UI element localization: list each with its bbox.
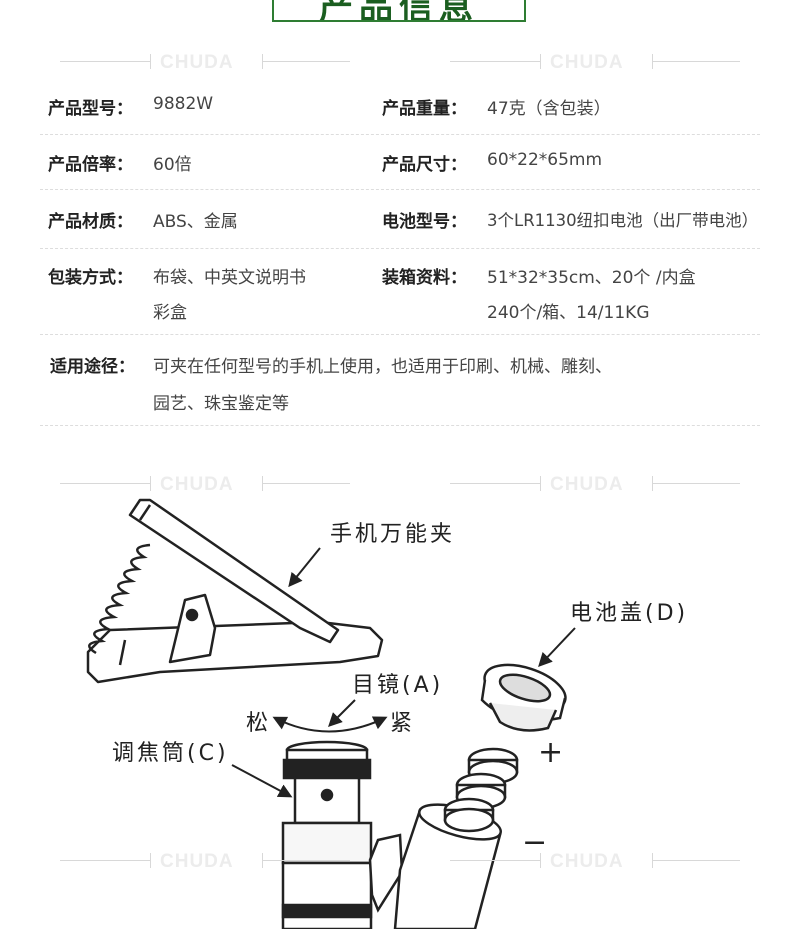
battery-cover-label: 电池盖(D) xyxy=(570,601,688,626)
usage-value-line2: 园艺、珠宝鉴定等 xyxy=(153,394,289,414)
product-diagram: 手机万能夹 电池盖(D) 目镜(A) 松 紧 调焦筒(C) + − xyxy=(86,498,688,929)
carton-label: 装箱资料： xyxy=(382,268,467,288)
model-value: 9882W xyxy=(153,94,214,114)
tighten-label: 紧 xyxy=(390,711,415,736)
material-label: 产品材质： xyxy=(48,212,133,232)
weight-label: 产品重量： xyxy=(382,99,467,119)
watermark-text: CHUDA xyxy=(160,474,234,495)
spec-row-5: 适用途径： 可夹在任何型号的手机上使用，也适用于印刷、机械、雕刻、 园艺、珠宝鉴… xyxy=(40,335,760,426)
loosen-label: 松 xyxy=(246,711,271,736)
battery-label: 电池型号： xyxy=(382,212,467,232)
page-title-box: 产品信息 xyxy=(272,0,526,22)
usage-label: 适用途径： xyxy=(50,357,135,377)
focus-tube-drawing xyxy=(281,740,373,929)
plus-sign: + xyxy=(538,735,566,770)
material-value: ABS、金属 xyxy=(153,212,238,232)
spec-row-3: 产品材质： ABS、金属 电池型号： 3个LR1130纽扣电池（出厂带电池） xyxy=(40,190,760,249)
phone-clip-drawing xyxy=(86,498,384,684)
spec-row-4: 包装方式： 布袋、中英文说明书 彩盒 装箱资料： 51*32*35cm、20个 … xyxy=(40,249,760,335)
watermark-text: CHUDA xyxy=(550,851,624,872)
watermark-text: CHUDA xyxy=(160,52,234,73)
watermark-divider-right: CHUDA xyxy=(450,52,740,73)
spec-row-2: 产品倍率： 60倍 产品尺寸： 60*22*65mm xyxy=(40,135,760,190)
watermark-divider-right: CHUDA xyxy=(450,851,740,872)
packaging-value-line1: 布袋、中英文说明书 xyxy=(153,268,306,288)
size-label: 产品尺寸： xyxy=(382,155,467,175)
magnification-value: 60倍 xyxy=(153,155,192,175)
watermark-divider-left: CHUDA xyxy=(60,851,350,872)
button-cells-drawing xyxy=(443,747,519,833)
carton-value-line2: 240个/箱、14/11KG xyxy=(487,303,650,323)
battery-cover-drawing xyxy=(480,663,567,732)
focus-tube-label: 调焦筒(C) xyxy=(112,741,229,766)
watermark-divider-right: CHUDA xyxy=(450,474,740,495)
packaging-value-line2: 彩盒 xyxy=(153,303,187,323)
battery-value: 3个LR1130纽扣电池（出厂带电池） xyxy=(487,211,759,230)
watermark-text: CHUDA xyxy=(160,851,234,872)
watermark-divider-left: CHUDA xyxy=(60,474,350,495)
eyepiece-label: 目镜(A) xyxy=(352,673,443,698)
page-title: 产品信息 xyxy=(319,0,479,22)
clip-label: 手机万能夹 xyxy=(330,522,455,547)
carton-value-line1: 51*32*35cm、20个 /内盒 xyxy=(487,268,696,288)
watermark-text: CHUDA xyxy=(550,474,624,495)
minus-sign: − xyxy=(522,825,550,860)
weight-value: 47克（含包装） xyxy=(487,99,611,119)
usage-value-line1: 可夹在任何型号的手机上使用，也适用于印刷、机械、雕刻、 xyxy=(153,357,612,377)
spec-row-1: 产品型号： 9882W 产品重量： 47克（含包装） xyxy=(40,80,760,135)
watermark-text: CHUDA xyxy=(550,52,624,73)
clip-spring-drawing xyxy=(88,543,151,655)
watermark-divider-left: CHUDA xyxy=(60,52,350,73)
battery-housing-drawing xyxy=(368,803,502,929)
magnification-label: 产品倍率： xyxy=(48,155,133,175)
packaging-label: 包装方式： xyxy=(48,268,133,288)
model-label: 产品型号： xyxy=(48,99,133,119)
size-value: 60*22*65mm xyxy=(487,150,603,170)
